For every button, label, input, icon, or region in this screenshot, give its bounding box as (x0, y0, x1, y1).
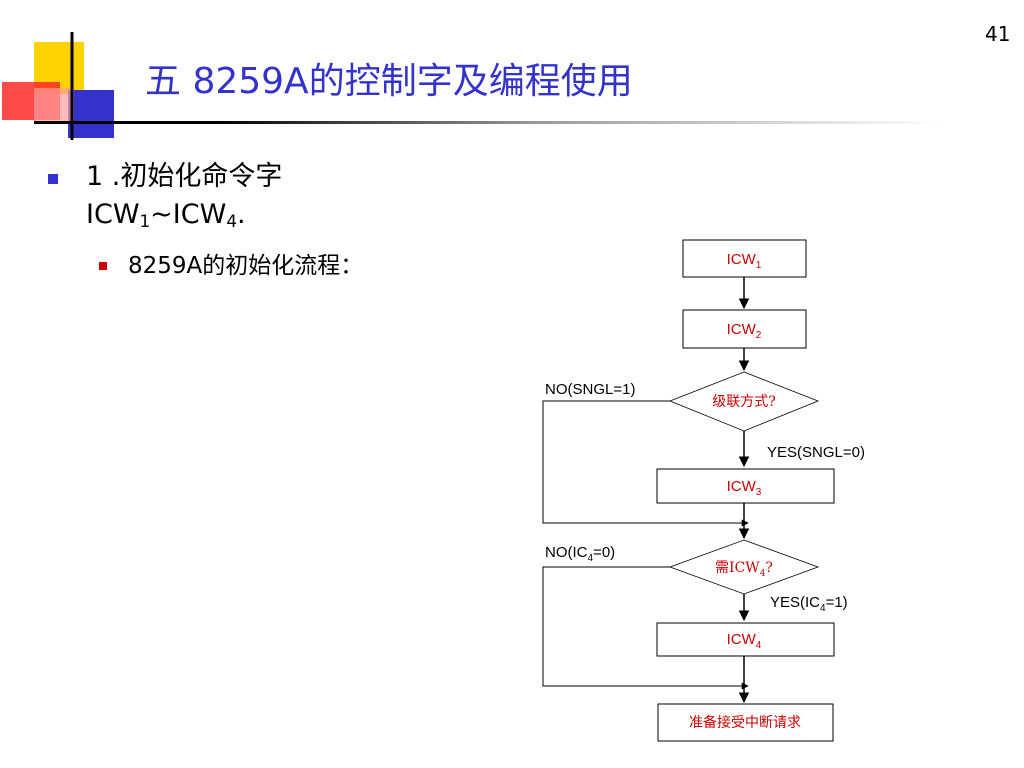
bullet-item-2: 8259A的初始化流程： (128, 253, 364, 279)
page-number: 41 (985, 22, 1011, 46)
no-ic4-label: NO(IC4=0) (545, 544, 615, 564)
icw2-box (682, 309, 807, 349)
bullet-item-1-line1: 1 .初始化命令字 (86, 161, 283, 192)
cascade-mode-label: 级联方式? (712, 394, 776, 410)
icw-range-text: ~ICW (150, 199, 227, 230)
no-sngl-label: NO(SNGL=1) (545, 381, 635, 398)
yes-ic4-label: YES(IC4=1) (770, 594, 848, 614)
icw2-label: ICW2 (727, 321, 762, 341)
icw-subscript: 1 (139, 211, 151, 232)
icw4-label: ICW4 (727, 631, 762, 651)
bullet-item-1: 1 .初始化命令字 ICW1~ICW4. (86, 158, 282, 234)
icw3-label: ICW3 (727, 478, 762, 498)
icw4-box (656, 622, 835, 657)
ready-interrupt-box (657, 703, 834, 742)
bullet-square-red (99, 262, 107, 270)
title-divider (34, 121, 944, 124)
logo-blue-square (68, 90, 114, 138)
no-branch-1-line (542, 400, 749, 527)
icw1-label: ICW1 (727, 251, 762, 271)
logo-red-fade (34, 88, 74, 124)
bullet-square-blue (48, 174, 58, 184)
yes-sngl-label: YES(SNGL=0) (767, 444, 865, 461)
ready-interrupt-label: 准备接受中断请求 (689, 714, 801, 731)
need-icw4-label: 需ICW4? (715, 560, 773, 579)
icw3-box (656, 468, 835, 504)
period: . (236, 199, 246, 230)
icw1-box (682, 239, 807, 278)
page-title: 五 8259A的控制字及编程使用 (145, 61, 633, 102)
no-branch-2-line (542, 566, 749, 690)
icw-text: ICW (86, 199, 140, 230)
bullet-item-1-line2: ICW1~ICW4. (86, 196, 282, 234)
icw-subscript: 4 (226, 211, 237, 232)
